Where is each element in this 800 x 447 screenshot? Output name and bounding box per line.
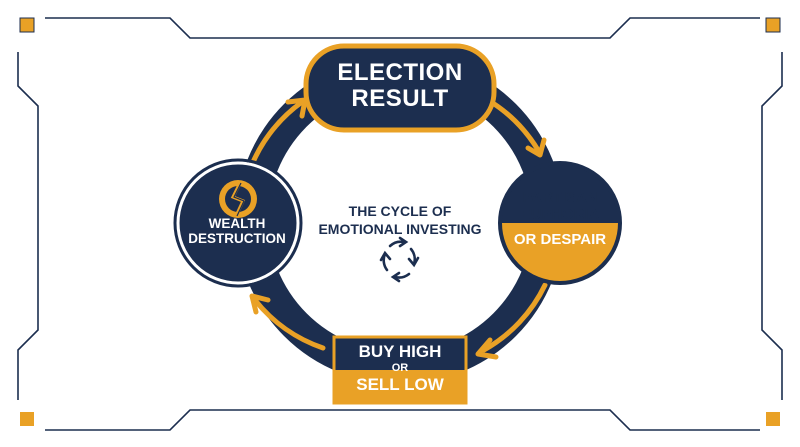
election-result-label: ELECTION RESULT — [337, 59, 463, 113]
arrow-bottom-left — [252, 297, 326, 351]
sell-low-label: SELL LOW — [356, 375, 444, 394]
arrow-bottom-right — [481, 282, 548, 353]
or-connector-label: OR — [391, 362, 409, 374]
buy-high-label: BUY HIGH — [358, 342, 442, 361]
despair-label: OR DESPAIR — [513, 231, 607, 248]
wealth-destruction-label: WEALTH DESTRUCTION — [188, 216, 286, 246]
buy-sell-node — [332, 335, 468, 405]
election-result-node — [303, 43, 497, 133]
broken-coin-icon — [219, 180, 257, 218]
partisan-emotion-node — [498, 161, 622, 285]
frame-corner-squares — [19, 17, 781, 426]
cycle-arrows-icon — [379, 236, 420, 283]
wealth-destruction-node — [173, 158, 303, 288]
cycle-title: THE CYCLE OF EMOTIONAL INVESTING — [318, 203, 482, 238]
decorative-frame — [17, 17, 783, 431]
partisan-euphoria-label: PARTISAN EUPHORIA — [520, 189, 600, 223]
